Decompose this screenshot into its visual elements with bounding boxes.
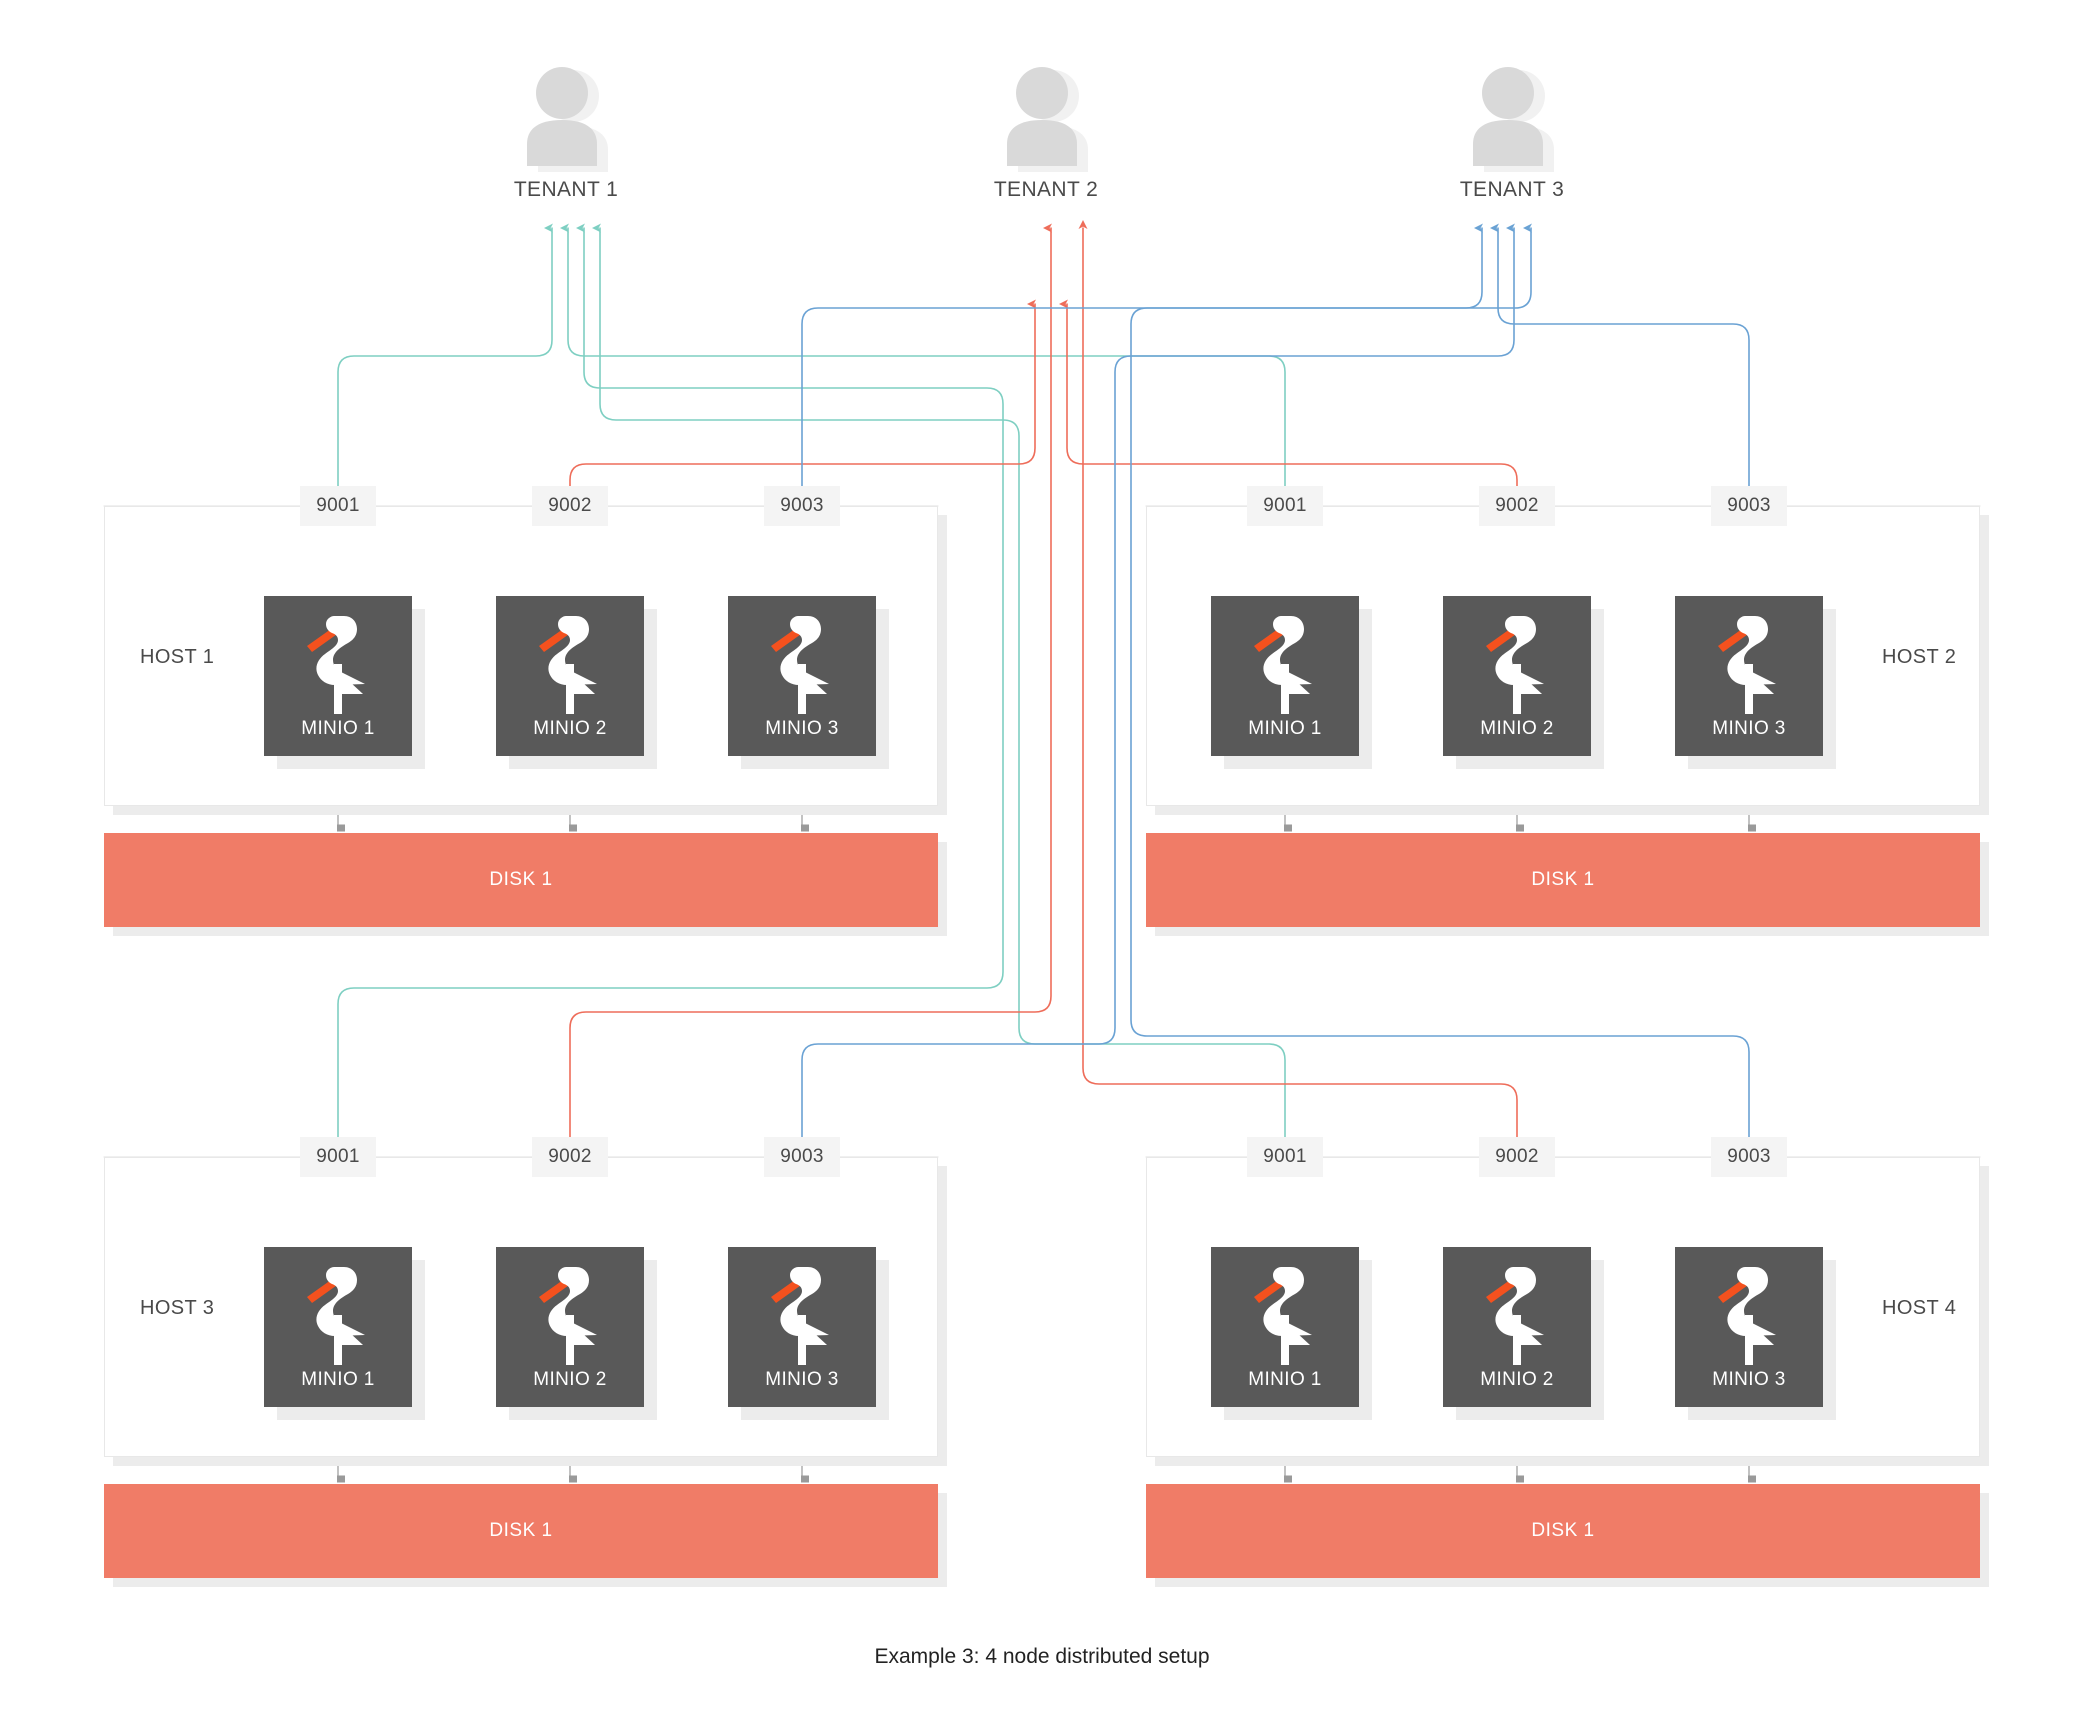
minio-node-1[interactable]: MINIO 1 [1211, 596, 1359, 756]
person-icon [1462, 62, 1562, 172]
minio-node-label: MINIO 3 [765, 1369, 839, 1390]
host-label: HOST 3 [140, 1297, 215, 1319]
port-chip-9003[interactable]: 9003 [764, 486, 840, 526]
disk-bar-3: DISK 1 [104, 1484, 938, 1578]
minio-node-3[interactable]: MINIO 3 [728, 596, 876, 756]
minio-node-label: MINIO 3 [1712, 718, 1786, 739]
minio-flamingo-icon [1716, 610, 1782, 719]
minio-flamingo-icon [1252, 1261, 1318, 1370]
port-chip-9002[interactable]: 9002 [1479, 1137, 1555, 1177]
minio-node-1[interactable]: MINIO 1 [264, 1247, 412, 1407]
minio-node-1[interactable]: MINIO 1 [1211, 1247, 1359, 1407]
person-icon [996, 62, 1096, 172]
minio-node-3[interactable]: MINIO 3 [1675, 1247, 1823, 1407]
minio-node-label: MINIO 1 [1248, 1369, 1322, 1390]
tenant-3[interactable]: TENANT 3 [1412, 62, 1612, 202]
port-chip-9001[interactable]: 9001 [300, 486, 376, 526]
minio-flamingo-icon [537, 1261, 603, 1370]
minio-node-label: MINIO 2 [533, 718, 607, 739]
minio-node-label: MINIO 1 [301, 1369, 375, 1390]
minio-node-label: MINIO 3 [765, 718, 839, 739]
person-icon [516, 62, 616, 172]
disk-bar-1: DISK 1 [104, 833, 938, 927]
minio-node-label: MINIO 2 [1480, 1369, 1554, 1390]
port-chip-9002[interactable]: 9002 [532, 486, 608, 526]
tenant-2[interactable]: TENANT 2 [946, 62, 1146, 202]
minio-flamingo-icon [1484, 1261, 1550, 1370]
minio-flamingo-icon [1484, 610, 1550, 719]
minio-node-label: MINIO 1 [1248, 718, 1322, 739]
minio-node-2[interactable]: MINIO 2 [1443, 1247, 1591, 1407]
minio-flamingo-icon [305, 610, 371, 719]
port-chip-9001[interactable]: 9001 [1247, 1137, 1323, 1177]
minio-node-3[interactable]: MINIO 3 [728, 1247, 876, 1407]
minio-flamingo-icon [769, 1261, 835, 1370]
tenant-label: TENANT 1 [513, 178, 619, 201]
minio-node-label: MINIO 2 [533, 1369, 607, 1390]
minio-flamingo-icon [1252, 610, 1318, 719]
host-label: HOST 4 [1882, 1297, 1957, 1319]
port-chip-9001[interactable]: 9001 [300, 1137, 376, 1177]
minio-node-label: MINIO 1 [301, 718, 375, 739]
minio-flamingo-icon [769, 610, 835, 719]
port-chip-9001[interactable]: 9001 [1247, 486, 1323, 526]
host-label: HOST 1 [140, 646, 215, 668]
minio-node-3[interactable]: MINIO 3 [1675, 596, 1823, 756]
minio-flamingo-icon [1716, 1261, 1782, 1370]
minio-node-label: MINIO 3 [1712, 1369, 1786, 1390]
minio-node-2[interactable]: MINIO 2 [496, 1247, 644, 1407]
minio-node-2[interactable]: MINIO 2 [1443, 596, 1591, 756]
tenant-label: TENANT 3 [1459, 178, 1565, 201]
host-label: HOST 2 [1882, 646, 1957, 668]
tenant-1[interactable]: TENANT 1 [466, 62, 666, 202]
port-chip-9002[interactable]: 9002 [532, 1137, 608, 1177]
port-chip-9003[interactable]: 9003 [1711, 486, 1787, 526]
disk-bar-4: DISK 1 [1146, 1484, 1980, 1578]
minio-flamingo-icon [537, 610, 603, 719]
figure-caption: Example 3: 4 node distributed setup [874, 1645, 1210, 1668]
tenant-label: TENANT 2 [993, 178, 1099, 201]
port-chip-9003[interactable]: 9003 [764, 1137, 840, 1177]
port-chip-9002[interactable]: 9002 [1479, 486, 1555, 526]
port-chip-9003[interactable]: 9003 [1711, 1137, 1787, 1177]
minio-node-1[interactable]: MINIO 1 [264, 596, 412, 756]
disk-bar-2: DISK 1 [1146, 833, 1980, 927]
minio-node-2[interactable]: MINIO 2 [496, 596, 644, 756]
minio-flamingo-icon [305, 1261, 371, 1370]
minio-node-label: MINIO 2 [1480, 718, 1554, 739]
